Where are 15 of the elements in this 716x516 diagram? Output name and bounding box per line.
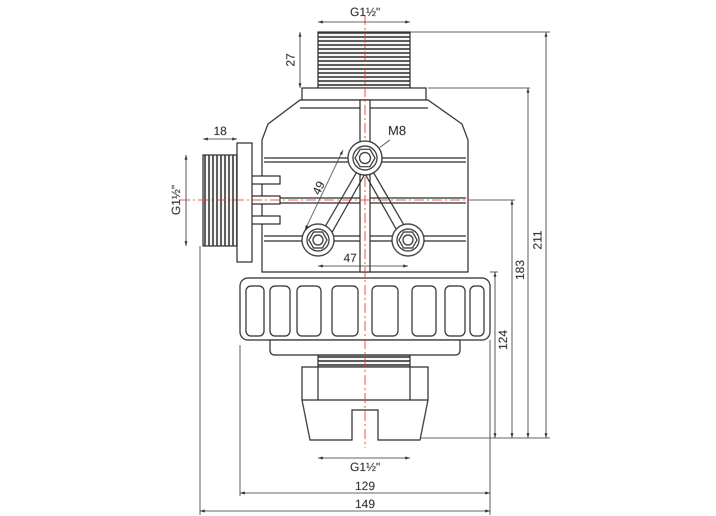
leader-line: [379, 140, 390, 148]
dimension-label: 129: [355, 480, 376, 492]
callout-label: M8: [388, 124, 414, 140]
dimension-label: 183: [514, 260, 526, 280]
dimension-label: 49: [310, 179, 326, 197]
dimension-label: 18: [214, 125, 227, 137]
dimension-label: 211: [531, 230, 544, 250]
dimension-label: 27: [284, 53, 296, 67]
dimension-label: 47: [344, 252, 357, 264]
dimension-label: 124: [497, 330, 510, 350]
dimension-label: G1½": [350, 461, 380, 473]
dimension-label: G1½": [350, 6, 380, 18]
hex-nut-drawing: [347, 140, 383, 176]
dimension-label: G1½": [170, 184, 182, 216]
dimension-label: 149: [355, 498, 376, 510]
